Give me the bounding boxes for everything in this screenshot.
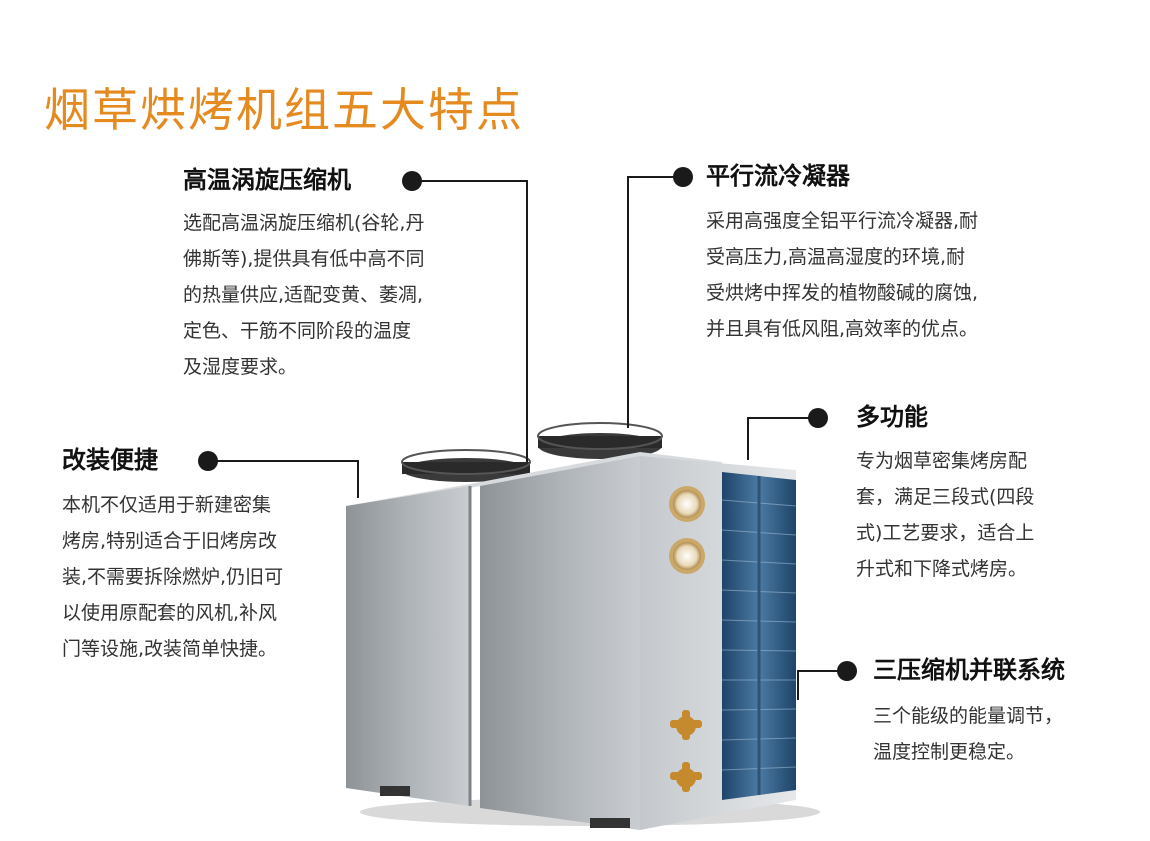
feature-line: 式)工艺要求，适合上 (856, 522, 1035, 544)
feature-text-multifunction: 专为烟草密集烤房配 套，满足三段式(四段 式)工艺要求，适合上 升式和下降式烤房… (856, 443, 1034, 587)
callout-line-compressor (420, 180, 528, 462)
feature-line: 装,不需要拆除燃炉,仍旧可 (62, 566, 284, 588)
callout-dot-parallel (837, 661, 857, 681)
feature-heading-parallel-system: 三压缩机并联系统 (873, 656, 1065, 684)
valve-top (670, 710, 702, 740)
unit-left-panel (346, 486, 470, 806)
feature-line: 升式和下降式烤房。 (856, 558, 1028, 580)
feature-line: 并且具有低风阻,高效率的优点。 (706, 318, 979, 340)
pressure-gauge-bottom (669, 538, 705, 574)
pressure-gauge-top (669, 486, 705, 522)
callout-line-condenser (627, 176, 682, 428)
callout-line-parallel (797, 670, 846, 700)
feature-line: 门等设施,改装简单快捷。 (62, 638, 278, 660)
feature-heading-condenser: 平行流冷凝器 (706, 162, 850, 190)
callout-dot-multifunction (808, 408, 828, 428)
callout-dot-compressor (402, 171, 422, 191)
feature-line: 选配高温涡旋压缩机(谷轮,丹 (183, 212, 425, 234)
feature-line: 烤房,特别适合于旧烤房改 (62, 530, 278, 552)
feature-line: 佛斯等),提供具有低中高不同 (183, 248, 425, 270)
feature-line: 温度控制更稳定。 (873, 741, 1026, 763)
feature-heading-retrofit: 改装便捷 (62, 446, 158, 474)
feature-heading-compressor: 高温涡旋压缩机 (183, 166, 351, 194)
feature-heading-multifunction: 多功能 (856, 403, 928, 431)
feature-line: 三个能级的能量调节， (873, 705, 1064, 727)
page-title: 烟草烘烤机组五大特点 (44, 82, 524, 137)
unit-foot (380, 786, 410, 796)
feature-line: 及湿度要求。 (183, 356, 298, 378)
feature-line: 以使用原配套的风机,补风 (62, 602, 278, 624)
fan-right (537, 422, 663, 459)
feature-text-retrofit: 本机不仅适用于新建密集 烤房,特别适合于旧烤房改 装,不需要拆除燃炉,仍旧可 以… (62, 487, 283, 667)
feature-text-parallel-system: 三个能级的能量调节， 温度控制更稳定。 (873, 698, 1063, 770)
feature-line: 本机不仅适用于新建密集 (62, 494, 272, 516)
feature-line: 专为烟草密集烤房配 (856, 450, 1028, 472)
feature-text-compressor: 选配高温涡旋压缩机(谷轮,丹 佛斯等),提供具有低中高不同 的热量供应,适配变黄… (183, 205, 424, 385)
feature-text-condenser: 采用高强度全铝平行流冷凝器,耐 受高压力,高温高湿度的环境,耐 受烘烤中挥发的植… (706, 203, 978, 347)
callout-dot-retrofit (198, 451, 218, 471)
feature-line: 的热量供应,适配变黄、萎凋, (183, 284, 424, 306)
feature-line: 采用高强度全铝平行流冷凝器,耐 (706, 210, 979, 232)
feature-line: 定色、干筋不同阶段的温度 (183, 320, 412, 342)
unit-foot (590, 818, 630, 828)
fan-left (401, 449, 531, 482)
feature-line: 受高压力,高温高湿度的环境,耐 (706, 246, 966, 268)
callout-dot-condenser (673, 167, 693, 187)
callout-line-multifunction (747, 417, 815, 460)
feature-line: 受烘烤中挥发的植物酸碱的腐蚀, (706, 282, 979, 304)
valve-bottom (670, 762, 702, 792)
callout-line-retrofit (208, 460, 359, 498)
unit-middle-panel (480, 456, 640, 830)
feature-line: 套，满足三段式(四段 (856, 486, 1035, 508)
